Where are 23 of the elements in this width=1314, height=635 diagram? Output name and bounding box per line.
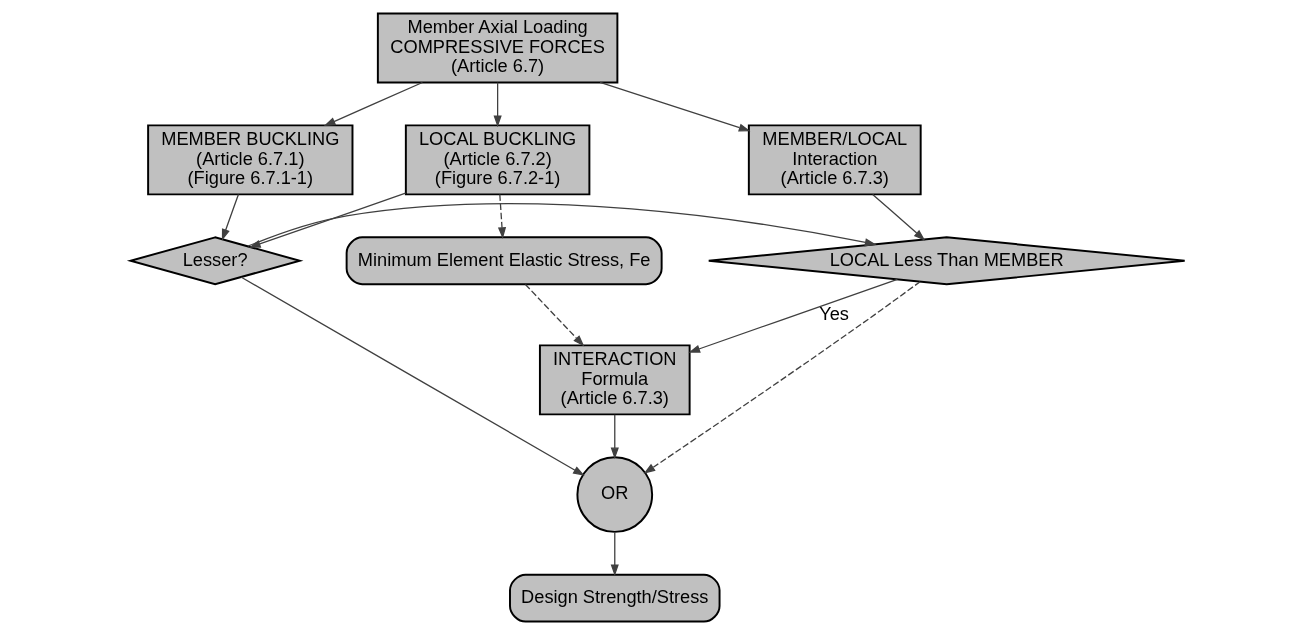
arrow: [524, 283, 584, 347]
node-box: INTERACTION Formula (Article 6.7.3): [538, 344, 691, 416]
node-box: LOCAL BUCKLING (Article 6.7.2) (Figure 6.7.2-1): [404, 124, 590, 196]
arrow: [599, 81, 750, 132]
arrow: [871, 193, 925, 241]
arrow: [323, 81, 423, 127]
node-box: Minimum Element Elastic Stress, Fe: [345, 236, 663, 286]
arrow: [221, 193, 239, 241]
node-box: MEMBER/LOCAL Interaction (Article 6.7.3): [747, 124, 922, 196]
arrow: [493, 81, 502, 128]
node-box: Design Strength/Stress: [508, 573, 721, 623]
arrow: [610, 414, 619, 460]
arrow: [643, 281, 921, 474]
arrow: [610, 531, 619, 577]
arrow: [240, 276, 585, 476]
arrow: [248, 192, 406, 248]
arrow: [246, 203, 877, 247]
arrow: [497, 193, 506, 239]
edge-label: Yes: [818, 303, 849, 324]
node-circle: OR: [575, 456, 653, 533]
node-box: MEMBER BUCKLING (Article 6.7.1) (Figure 6.7.1-1): [146, 124, 353, 196]
arrow: [687, 278, 898, 353]
node-box: Member Axial Loading COMPRESSIVE FORCES (Article 6.7): [376, 12, 618, 84]
